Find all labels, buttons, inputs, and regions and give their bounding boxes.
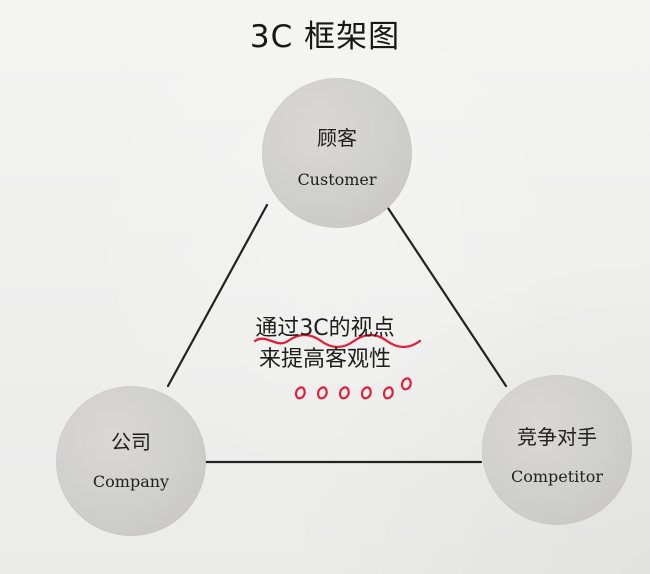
red-wavy-underline (253, 333, 422, 349)
connector-customer-competitor (384, 203, 508, 388)
customer-circle: 顾客 Customer (262, 78, 412, 228)
center-text-line1: 通过3C的视点 (255, 316, 395, 341)
red-annotation-marks (294, 377, 412, 400)
company-circle: 公司 Company (56, 386, 206, 536)
competitor-circle: 竞争对手 Competitor (482, 375, 632, 525)
competitor-label-zh: 竞争对手 (517, 425, 597, 449)
customer-label-zh: 顾客 (317, 126, 357, 150)
connector-customer-company (166, 203, 269, 388)
competitor-label-en: Competitor (510, 467, 603, 486)
company-label-zh: 公司 (111, 430, 151, 454)
customer-label-en: Customer (297, 170, 377, 189)
center-text-line2: 来提高客观性 (258, 347, 391, 372)
diagram-title: 3C 框架图 (249, 19, 401, 55)
company-label-en: Company (92, 472, 170, 491)
